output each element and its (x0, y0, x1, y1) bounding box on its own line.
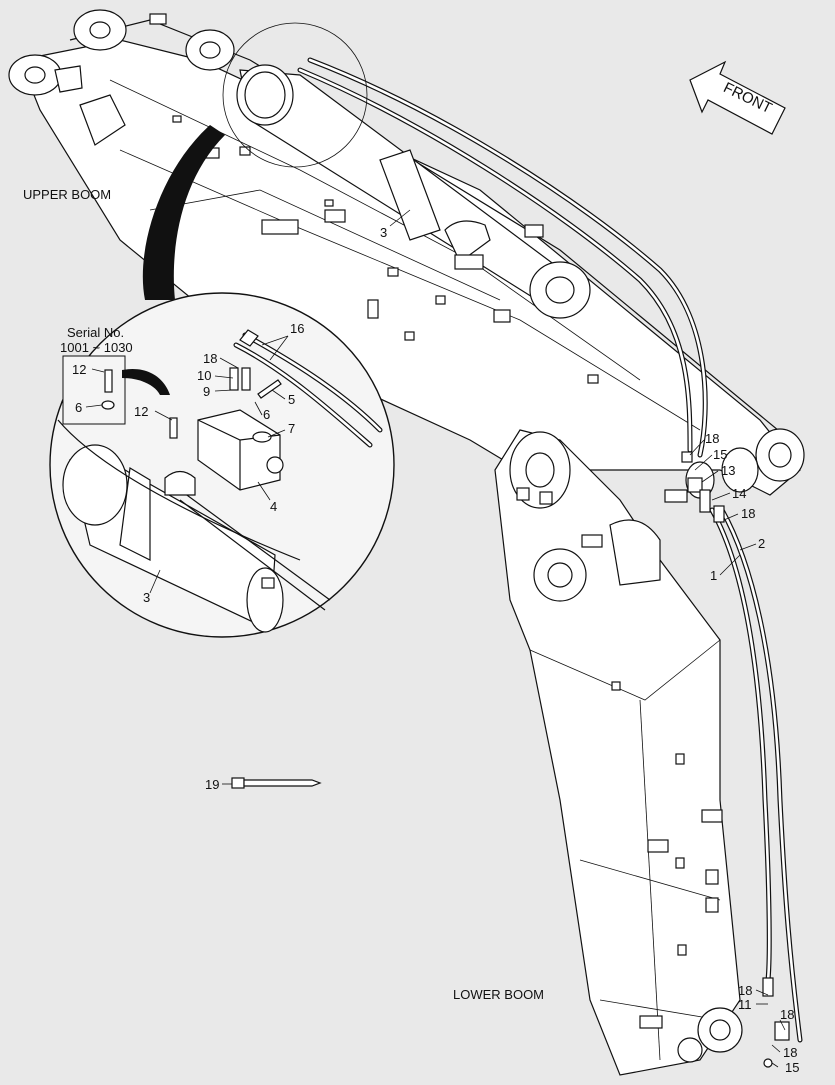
fittings-joint (681, 451, 790, 1068)
leader-lines (85, 209, 786, 1068)
callout-18-b: 18 (741, 506, 755, 521)
callout-18-detail: 18 (203, 351, 217, 366)
callout-5: 5 (288, 392, 295, 407)
callout-15-a: 15 (713, 447, 727, 462)
section-label-upper: UPPER BOOM (23, 187, 111, 202)
callout-3-detail: 3 (143, 590, 150, 605)
callout-14: 14 (732, 486, 746, 501)
boom-hoses (297, 57, 708, 458)
serial-inset (62, 355, 170, 425)
callout-16: 16 (290, 321, 304, 336)
serial-line-2: 1001 ~ 1030 (60, 340, 133, 355)
boom-cylinder (236, 64, 591, 319)
callout-9: 9 (203, 384, 210, 399)
callout-18-e: 18 (783, 1045, 797, 1060)
callout-2: 2 (758, 536, 765, 551)
callout-6-serial: 6 (75, 400, 82, 415)
serial-line-1: Serial No. (67, 325, 124, 340)
callout-12-detail: 12 (134, 404, 148, 419)
connector-swoosh (142, 125, 225, 300)
front-arrow: FRONT (689, 60, 786, 135)
callout-10: 10 (197, 368, 211, 383)
callout-labels: 3 16 18 10 9 5 6 7 4 12 3 12 6 18 15 13 … (72, 225, 799, 1075)
callout-3-main: 3 (380, 225, 387, 240)
callout-18-a: 18 (705, 431, 719, 446)
callout-6-detail: 6 (263, 407, 270, 422)
lower-boom (494, 429, 743, 1076)
callout-4: 4 (270, 499, 277, 514)
callout-19: 19 (205, 777, 219, 792)
callout-7: 7 (288, 421, 295, 436)
callout-18-d: 18 (780, 1007, 794, 1022)
callout-18-c: 18 (738, 983, 752, 998)
callout-11: 11 (738, 997, 752, 1012)
callout-15-b: 15 (785, 1060, 799, 1075)
callout-13: 13 (721, 463, 735, 478)
section-label-lower: LOWER BOOM (453, 987, 544, 1002)
upper-boom (8, 9, 805, 499)
cable-tie (231, 777, 322, 789)
callout-1: 1 (710, 568, 717, 583)
callout-12-serial: 12 (72, 362, 86, 377)
magnify-circle-small (222, 22, 368, 168)
